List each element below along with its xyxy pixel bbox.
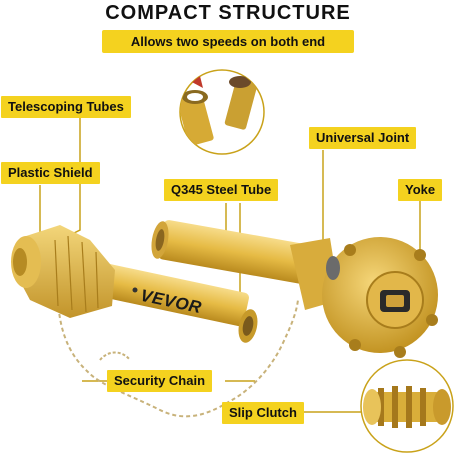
label-security-chain: Security Chain (107, 370, 213, 392)
page-title: COMPACT STRUCTURE (105, 2, 351, 24)
tube-profile-detail (179, 69, 265, 155)
label-telescoping-tubes: Telescoping Tubes (1, 96, 131, 118)
slip-clutch-detail (360, 359, 454, 453)
security-chain (57, 299, 299, 418)
label-plastic-shield: Plastic Shield (1, 162, 100, 184)
label-slip-clutch: Slip Clutch (222, 402, 304, 424)
page-subtitle: Allows two speeds on both end (102, 30, 354, 53)
left-shaft-half (11, 225, 258, 343)
right-shaft-half (151, 220, 438, 358)
label-steel-tube: Q345 Steel Tube (164, 179, 279, 201)
label-universal-joint: Universal Joint (309, 127, 417, 149)
label-yoke: Yoke (398, 179, 443, 201)
